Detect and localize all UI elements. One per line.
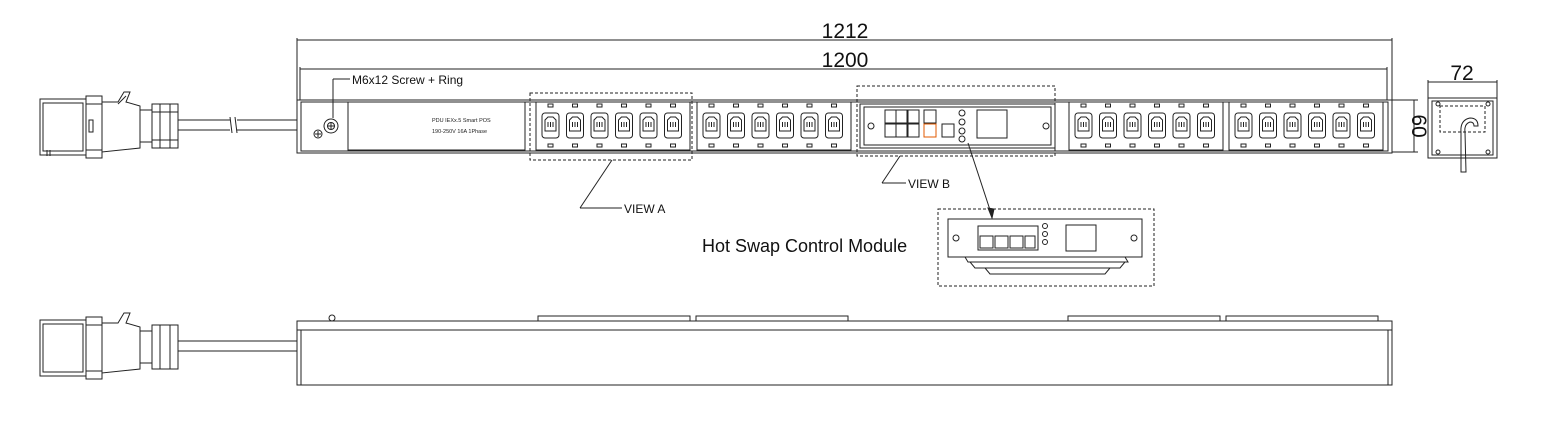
- nameplate-line1: PDU IEXx.5 Smart POS: [432, 118, 491, 124]
- view-a-leader: [579, 159, 622, 209]
- c13-outlet: [1308, 112, 1326, 139]
- end-view: [1427, 97, 1498, 173]
- c13-outlet: [800, 112, 819, 139]
- dim-height-label: 60: [1407, 114, 1430, 137]
- module-arrow: [967, 142, 995, 220]
- c13-outlet: [727, 112, 745, 139]
- c13-outlet: [615, 112, 633, 139]
- c13-outlet: [1099, 112, 1117, 139]
- pdu-body-side: [296, 314, 1393, 386]
- c13-outlet: [1234, 112, 1253, 139]
- screw-leader: [332, 78, 350, 118]
- c13-outlet: [1148, 112, 1166, 139]
- plug-side: [39, 312, 179, 380]
- dimension-width: [1427, 80, 1498, 98]
- c13-outlet: [566, 112, 584, 139]
- c13-outlet: [1074, 112, 1093, 139]
- c13-outlet: [639, 112, 658, 139]
- c13-outlet: [1357, 112, 1375, 139]
- outlet-group-1: [535, 101, 691, 151]
- c13-outlet: [1259, 112, 1277, 139]
- c13-outlet: [825, 112, 843, 139]
- c13-outlet: [751, 112, 770, 139]
- c13-outlet: [1172, 112, 1191, 139]
- module-title: Hot Swap Control Module: [702, 236, 907, 256]
- cable-side: [178, 340, 297, 352]
- c13-outlet: [1197, 112, 1215, 139]
- dimension-overall: [296, 38, 1393, 100]
- dim-width-label: 72: [1450, 62, 1473, 85]
- view-b-callout: VIEW B: [908, 177, 950, 191]
- view-a-callout: VIEW A: [624, 202, 665, 216]
- screw-callout: M6x12 Screw + Ring: [352, 73, 463, 87]
- control-module-front: [859, 103, 1056, 149]
- view-b-leader: [881, 155, 906, 184]
- c13-outlet: [776, 112, 794, 139]
- control-module-detail: [937, 208, 1155, 287]
- c13-outlet: [590, 112, 609, 139]
- outlet-group-2: [696, 101, 852, 151]
- cable-top: [178, 116, 297, 134]
- ground-screw: [313, 118, 339, 139]
- nameplate-line2: 190-250V 16A 1Phase: [432, 129, 487, 135]
- c13-outlet: [1332, 112, 1351, 139]
- dimension-height: [1392, 99, 1418, 153]
- plug-top: [39, 91, 179, 159]
- c13-outlet: [664, 112, 682, 139]
- view-b-box: [856, 85, 1056, 157]
- dim-body-label: 1200: [822, 49, 869, 72]
- c13-outlet: [541, 112, 560, 139]
- outlet-group-4: [1228, 101, 1384, 151]
- dim-overall-label: 1212: [822, 20, 869, 43]
- outlet-group-3: [1068, 101, 1224, 151]
- c13-outlet: [1123, 112, 1142, 139]
- c13-outlet: [702, 112, 721, 139]
- view-a-box: [529, 92, 693, 161]
- pdu-body-front: [296, 99, 1393, 154]
- dimension-body: [299, 67, 1388, 100]
- nameplate-panel: [347, 101, 526, 151]
- c13-outlet: [1283, 112, 1302, 139]
